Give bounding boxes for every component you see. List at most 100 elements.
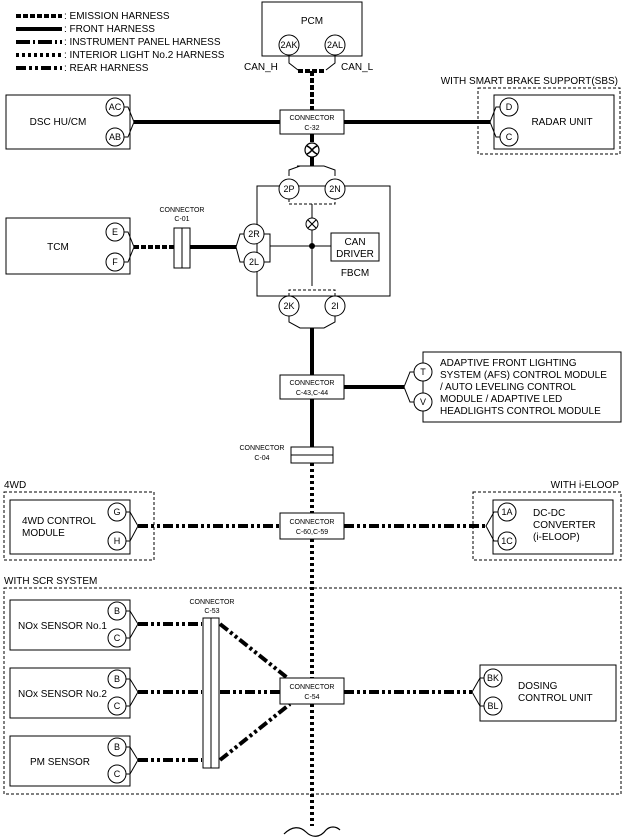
dosing-line1: DOSING bbox=[518, 681, 558, 692]
radar-pin-d-label: D bbox=[506, 102, 513, 112]
fbcm-2r-wire bbox=[264, 233, 312, 247]
connector-c04-id: C-04 bbox=[254, 455, 269, 462]
twisted-pair-icon bbox=[304, 142, 320, 158]
fbcm-bottom-link bbox=[288, 316, 336, 329]
connector-c04-half-b bbox=[290, 454, 334, 464]
dosing-pin-bk-label: BK bbox=[487, 673, 499, 683]
can-driver-line1: CAN bbox=[344, 237, 365, 248]
dcdc-group: WITH i-ELOOP DC-DC CONVERTER (i-ELOOP) 1… bbox=[472, 480, 622, 561]
connector-c60-id: C-60,C-59 bbox=[296, 529, 328, 536]
connector-c32-title: CONNECTOR bbox=[290, 115, 335, 122]
continuation-break-icon bbox=[283, 826, 341, 837]
pm-pin-c-label: C bbox=[114, 769, 121, 779]
fbcm-module: 2P 2N 2R 2L CAN DRIVER FBCM 2K 2I bbox=[243, 178, 391, 317]
legend-ip-label: : INSTRUMENT PANEL HARNESS bbox=[64, 37, 221, 48]
afs-line3: / AUTO LEVELING CONTROL bbox=[440, 382, 576, 393]
legend: : EMISSION HARNESS : FRONT HARNESS : INS… bbox=[16, 11, 225, 74]
connector-c60: CONNECTOR C-60,C-59 bbox=[279, 512, 345, 540]
connector-c54: CONNECTOR C-54 bbox=[279, 677, 345, 705]
nox1-pin-b-label: B bbox=[114, 606, 120, 616]
fbcm-pin-2p-label: 2P bbox=[283, 184, 294, 194]
nox2-label: NOx SENSOR No.2 bbox=[18, 689, 107, 700]
c53-pm-to-c54 bbox=[218, 702, 292, 762]
connector-c54-id: C-54 bbox=[304, 694, 319, 701]
fbcm-pin-2l-label: 2L bbox=[249, 257, 259, 267]
fbcm-2l-wire bbox=[264, 246, 271, 263]
connector-c54-title: CONNECTOR bbox=[290, 684, 335, 691]
dcdc-line2: CONVERTER bbox=[533, 520, 596, 531]
pcm-pin-2ak-label: 2AK bbox=[280, 40, 297, 50]
pcm-box bbox=[261, 1, 363, 57]
sbs-group-label: WITH SMART BRAKE SUPPORT(SBS) bbox=[441, 76, 618, 87]
dcdc-pin-1c-label: 1C bbox=[501, 536, 513, 546]
connector-c01-half-a bbox=[173, 227, 183, 269]
fbcm-label: FBCM bbox=[341, 268, 369, 279]
pm-pin-b-label: B bbox=[114, 742, 120, 752]
dsc-module: DSC HU/CM AC AB bbox=[5, 94, 131, 150]
4wd-module-line2: MODULE bbox=[22, 528, 65, 539]
nox1-label: NOx SENSOR No.1 bbox=[18, 621, 107, 632]
connector-c43: CONNECTOR C-43,C-44 bbox=[279, 374, 345, 400]
tcm-pin-e-label: E bbox=[112, 227, 118, 237]
afs-pin-v-label: V bbox=[420, 397, 426, 407]
dsc-pin-ab-label: AB bbox=[109, 132, 121, 142]
dsc-label: DSC HU/CM bbox=[30, 117, 87, 128]
connector-c53-half-a bbox=[202, 617, 212, 769]
4wd-group: 4WD 4WD CONTROL MODULE G H bbox=[3, 480, 155, 561]
afs-pin-t-label: T bbox=[420, 367, 426, 377]
4wd-pin-h-label: H bbox=[114, 536, 121, 546]
4wd-dashed-frame bbox=[3, 491, 155, 561]
dsc-pin-ac-label: AC bbox=[109, 102, 122, 112]
c53-nox1-to-c54 bbox=[218, 622, 292, 682]
tcm-pin-f-label: F bbox=[112, 257, 118, 267]
connector-c53: CONNECTOR C-53 bbox=[190, 599, 235, 769]
radar-pin-c-label: C bbox=[506, 132, 513, 142]
connector-c04: CONNECTOR C-04 bbox=[240, 445, 334, 464]
connector-c01: CONNECTOR C-01 bbox=[160, 207, 204, 269]
nox2-sensor: NOx SENSOR No.2 B C bbox=[9, 667, 131, 719]
pcm-module: PCM 2AK 2AL CAN_H CAN_L bbox=[244, 1, 374, 73]
nox1-pin-c-label: C bbox=[114, 633, 121, 643]
fbcm-internal-bottom-wire bbox=[288, 289, 336, 296]
4wd-pin-g-label: G bbox=[113, 507, 120, 517]
legend-rear-label: : REAR HARNESS bbox=[64, 63, 149, 74]
sbs-group: WITH SMART BRAKE SUPPORT(SBS) RADAR UNIT… bbox=[441, 76, 621, 155]
afs-line2: SYSTEM (AFS) CONTROL MODULE bbox=[440, 370, 607, 381]
afs-box bbox=[422, 351, 622, 423]
legend-emission-label: : EMISSION HARNESS bbox=[64, 11, 170, 22]
connector-c53-title: CONNECTOR bbox=[190, 599, 235, 606]
pcm-label: PCM bbox=[301, 16, 323, 27]
connector-c53-id: C-53 bbox=[204, 608, 219, 615]
connector-c54-box bbox=[279, 677, 345, 705]
pm-label: PM SENSOR bbox=[30, 757, 90, 768]
afs-line1: ADAPTIVE FRONT LIGHTING bbox=[440, 358, 577, 369]
fbcm-twisted-icon bbox=[305, 217, 319, 231]
afs-line5: HEADLIGHTS CONTROL MODULE bbox=[440, 406, 601, 417]
dosing-box bbox=[479, 664, 617, 722]
afs-pin-wires bbox=[403, 371, 414, 403]
connector-c53-half-b bbox=[210, 617, 220, 769]
scr-group-label: WITH SCR SYSTEM bbox=[4, 576, 97, 587]
dosing-control-unit: DOSING CONTROL UNIT BK BL bbox=[479, 664, 617, 722]
dosing-line2: CONTROL UNIT bbox=[518, 693, 593, 704]
dcdc-group-label: WITH i-ELOOP bbox=[551, 480, 620, 491]
fbcm-top-link bbox=[288, 165, 336, 176]
nox1-sensor: NOx SENSOR No.1 B C bbox=[9, 599, 131, 651]
connector-c32: CONNECTOR C-32 bbox=[279, 109, 345, 135]
dcdc-line1: DC-DC bbox=[533, 508, 565, 519]
pcm-pin-2al-label: 2AL bbox=[327, 40, 343, 50]
can-h-label: CAN_H bbox=[244, 62, 278, 73]
connector-c01-id: C-01 bbox=[174, 216, 189, 223]
connector-c04-half-a bbox=[290, 446, 334, 456]
can-driver-line2: DRIVER bbox=[336, 249, 374, 260]
tcm-module: TCM E F bbox=[5, 217, 131, 275]
4wd-group-label: 4WD bbox=[4, 480, 26, 491]
afs-line4: MODULE / ADAPTIVE LED bbox=[440, 394, 562, 405]
connector-c04-title: CONNECTOR bbox=[240, 445, 285, 452]
dcdc-pin-1a-label: 1A bbox=[501, 507, 512, 517]
can-driver-box bbox=[330, 232, 380, 262]
connector-c43-title: CONNECTOR bbox=[290, 380, 335, 387]
connector-c32-box bbox=[279, 109, 345, 135]
connector-c01-half-b bbox=[181, 227, 191, 269]
